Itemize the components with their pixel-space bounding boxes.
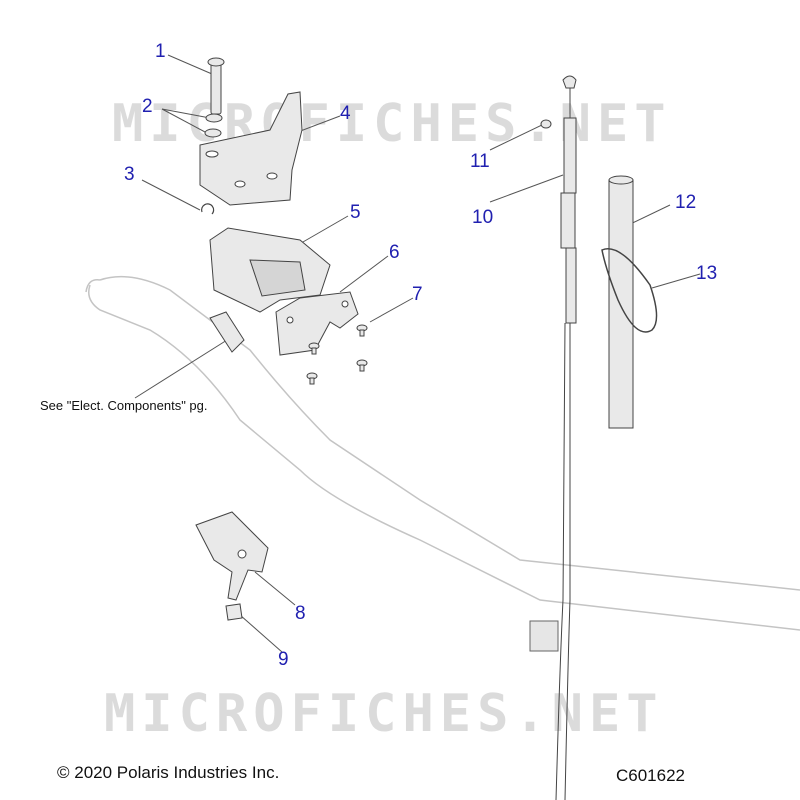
part-loop-clamp (601, 248, 658, 333)
callout-5: 5 (350, 202, 361, 223)
watermark-bottom: MICROFICHES.NET (104, 684, 664, 744)
part-housing (209, 227, 331, 313)
part-dipstick (555, 75, 577, 800)
elect-components-note: See "Elect. Components" pg. (40, 398, 208, 413)
part-bracket (199, 91, 303, 206)
callout-8: 8 (295, 603, 306, 624)
callout-9: 9 (278, 649, 289, 670)
part-tube (608, 175, 634, 429)
part-washers (204, 113, 223, 138)
part-screws (306, 324, 368, 385)
callout-7: 7 (412, 284, 423, 305)
diagram-code: C601622 (616, 766, 686, 785)
callout-11: 11 (470, 151, 490, 172)
frame-tube (85, 275, 800, 631)
callout-3: 3 (124, 164, 135, 185)
part-cover-plate (275, 291, 359, 356)
part-connector (209, 311, 245, 353)
tube-clamp (529, 620, 559, 652)
part-nut (225, 603, 243, 621)
part-bolt (207, 57, 225, 115)
callout-2: 2 (142, 96, 153, 117)
part-lower-bracket (195, 511, 269, 601)
callout-12: 12 (675, 192, 697, 213)
callout-1: 1 (155, 41, 166, 62)
callout-6: 6 (389, 242, 400, 263)
callout-13: 13 (696, 263, 718, 284)
callout-4: 4 (340, 103, 351, 124)
part-clip (201, 203, 215, 215)
part-oring (540, 119, 552, 129)
callout-10: 10 (472, 207, 494, 228)
copyright: © 2020 Polaris Industries Inc. (57, 763, 280, 782)
